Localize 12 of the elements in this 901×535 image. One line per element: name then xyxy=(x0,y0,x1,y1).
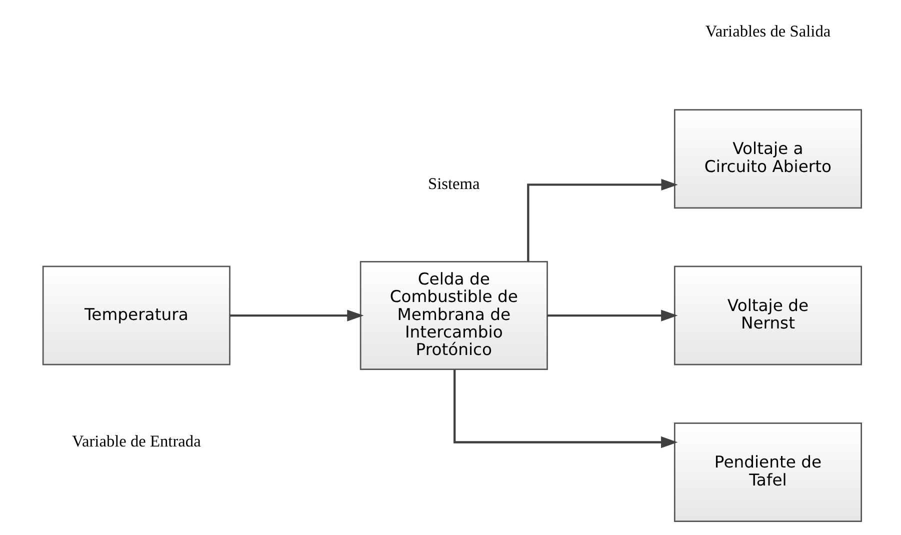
arrow xyxy=(454,370,678,448)
arrow xyxy=(230,310,364,322)
label: Variables de Salida xyxy=(705,21,831,40)
arrow xyxy=(547,310,678,322)
label: Variable de Entrada xyxy=(72,431,201,450)
node-box: Celda de Combustible de Membrana de Intercambio Protónico xyxy=(360,261,548,370)
node-box: Pendiente de Tafel xyxy=(674,422,862,522)
node-box: Temperatura xyxy=(42,266,230,366)
node-box: Voltaje de Nernst xyxy=(674,266,862,366)
node-box: Voltaje a Circuito Abierto xyxy=(674,109,862,209)
label: Sistema xyxy=(428,174,480,193)
arrow xyxy=(527,178,678,262)
